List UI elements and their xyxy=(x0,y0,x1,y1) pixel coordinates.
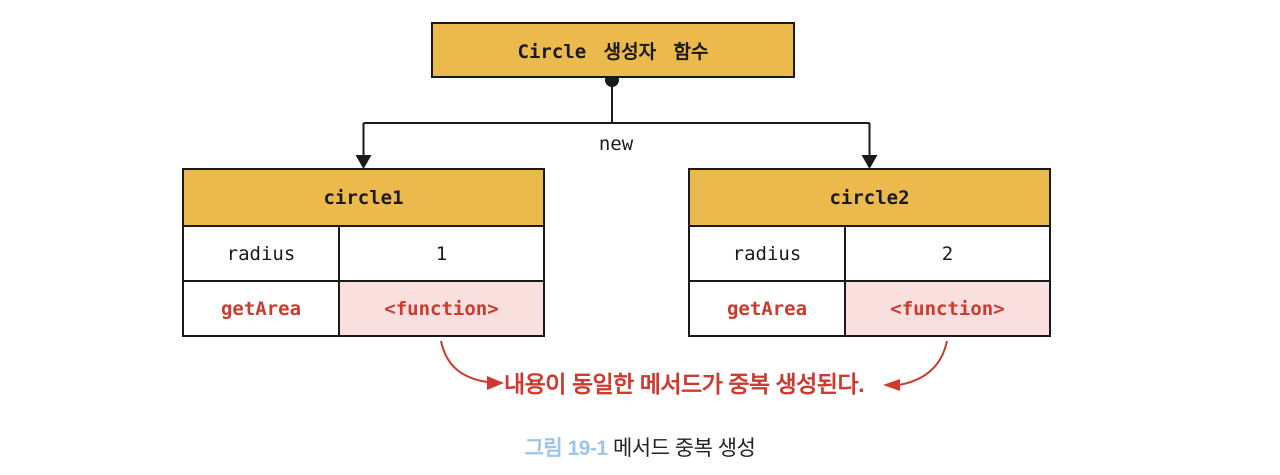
red-arrowhead-left xyxy=(883,379,900,391)
red-arrowhead-right xyxy=(487,376,504,390)
table-header-circle2: circle2 xyxy=(690,170,1049,225)
property-value-getarea: <function> xyxy=(338,280,543,335)
arrowhead-down-left xyxy=(355,155,372,169)
property-value-radius: 1 xyxy=(338,225,543,280)
property-value-radius: 2 xyxy=(844,225,1049,280)
constructor-function-box: Circle 생성자 함수 xyxy=(431,22,795,78)
figure-title: 메서드 중복 생성 xyxy=(612,437,756,460)
table-header-circle1: circle1 xyxy=(184,170,543,225)
property-key-getarea: getArea xyxy=(184,280,338,335)
property-key-getarea: getArea xyxy=(690,280,844,335)
instance-table-circle2: circle2 radius 2 getArea <function> xyxy=(688,168,1051,337)
figure-number: 그림 19-1 xyxy=(524,437,609,460)
constructor-function-label: Circle 생성자 함수 xyxy=(517,40,709,63)
property-key-radius: radius xyxy=(690,225,844,280)
property-key-radius: radius xyxy=(184,225,338,280)
arrowhead-down-right xyxy=(861,155,878,169)
instance-table-circle1: circle1 radius 1 getArea <function> xyxy=(182,168,545,337)
duplication-annotation: 내용이 동일한 메서드가 중복 생성된다. xyxy=(503,371,865,397)
figure-caption: 그림 19-1 메서드 중복 생성 xyxy=(0,432,1280,462)
new-operator-tree xyxy=(362,80,871,157)
property-value-getarea: <function> xyxy=(844,280,1049,335)
new-operator-label: new xyxy=(598,133,634,155)
duplicate-method-arrows xyxy=(440,340,948,386)
